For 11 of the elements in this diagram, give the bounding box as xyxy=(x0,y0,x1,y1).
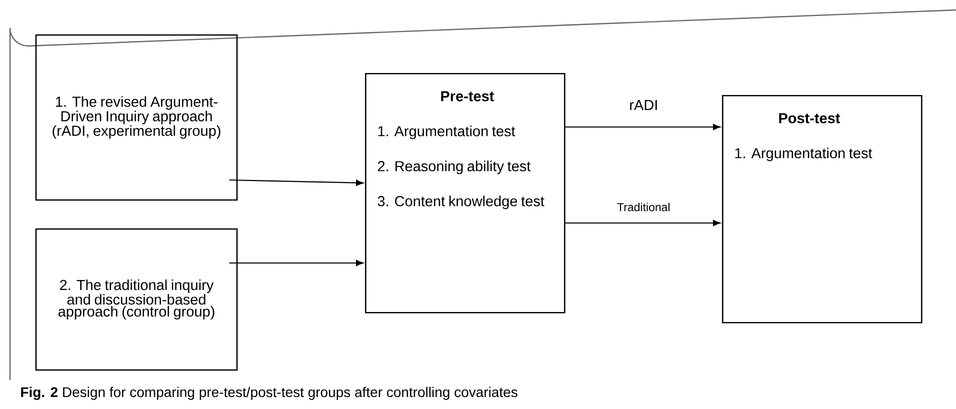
arrow xyxy=(229,260,364,266)
edge-label: Traditional xyxy=(617,202,670,212)
arrow xyxy=(565,124,720,130)
arrow xyxy=(229,179,364,186)
arrow xyxy=(565,220,720,226)
edge-label: rADI xyxy=(630,100,657,110)
text-box: 2. The traditional inquiry and discussion-based approach (control group) xyxy=(35,228,238,371)
text-box: 1. The revised Argument-Driven Inquiry approach (rADI, experimental group) xyxy=(35,34,238,201)
test-box: Post-test 1. Argumentation test xyxy=(722,95,922,324)
figure-caption: Fig. 2 Design for comparing pre-test/post-test groups after controlling covariates xyxy=(21,386,518,400)
test-box: Pre-test 1. Argumentation test 2. Reasoning ability test 3. Content knowledge test xyxy=(365,73,566,314)
